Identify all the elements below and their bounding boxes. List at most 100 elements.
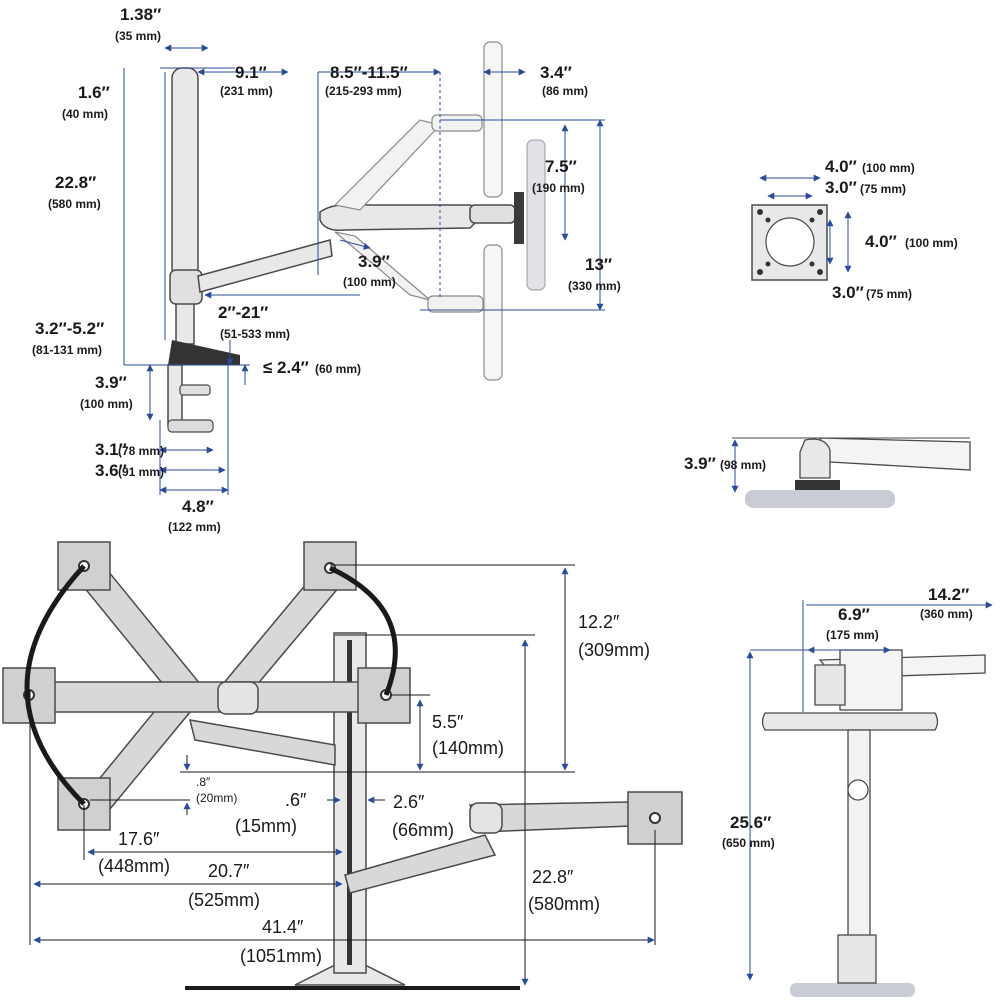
vesa-top-mm: (100 mm) <box>862 161 915 175</box>
vesa-top2-mm: (75 mm) <box>860 182 906 196</box>
clamp-screw <box>179 384 211 396</box>
dim-8-5-mm: (215-293 mm) <box>325 84 402 98</box>
dim-3-9-clamp-in: 3.9″ <box>95 373 127 392</box>
front-0-8-in: .8″ <box>196 775 211 789</box>
dim-13-mm: (330 mm) <box>568 279 621 293</box>
side-25-6-mm: (650 mm) <box>722 836 775 850</box>
vesa-right-in: 4.0″ <box>865 232 897 251</box>
dim-4-8-in: 4.8″ <box>182 497 214 516</box>
pole <box>171 67 199 279</box>
dim-22-8-mm: (580 mm) <box>48 197 101 211</box>
arm-lower <box>188 719 336 766</box>
side-clamp <box>814 664 846 706</box>
front-22-8-mm: (580mm) <box>528 894 600 914</box>
front-17-6-in: 17.6″ <box>118 829 160 849</box>
desk-top <box>761 712 939 731</box>
vesa-bottom-mm: (75 mm) <box>866 287 912 301</box>
front-5-5-mm: (140mm) <box>432 738 504 758</box>
vesa-hole <box>809 261 815 267</box>
front-2-6-in: 2.6″ <box>393 792 425 812</box>
vesa-top-in: 4.0″ <box>825 157 857 176</box>
front-17-6-mm: (448mm) <box>98 856 170 876</box>
dim-1-38-mm: (35 mm) <box>115 29 161 43</box>
front-20-7-in: 20.7″ <box>208 861 250 881</box>
dim-2-4-mm: (60 mm) <box>315 362 361 376</box>
dim-3-6-in: 3.6″ <box>95 461 127 480</box>
vesa-center-hole <box>765 217 815 267</box>
rotation-arc-right <box>328 565 398 696</box>
monitor-center <box>526 139 546 291</box>
vesa-plate-view <box>751 174 852 281</box>
front-41-4-in: 41.4″ <box>262 917 304 937</box>
vesa-bottom-in: 3.0″ <box>832 283 864 302</box>
dim-3-9-arm-mm: (100 mm) <box>343 275 396 289</box>
side-base-clamp <box>837 934 877 984</box>
front-0-6-mm: (15mm) <box>235 816 297 836</box>
clamp-foot <box>167 419 214 433</box>
dim-3-1-in: 3.1″ <box>95 440 127 459</box>
vesa-hole <box>817 269 823 275</box>
clamp-view-in: 3.9″ <box>684 454 716 473</box>
front-41-4-mm: (1051mm) <box>240 946 322 966</box>
dim-3-9-clamp-mm: (100 mm) <box>80 397 133 411</box>
front-2-6-mm: (66mm) <box>392 820 454 840</box>
dim-2-21-mm: (51-533 mm) <box>220 327 290 341</box>
side-6-9-mm: (175 mm) <box>826 628 879 642</box>
vesa-top2-in: 3.0″ <box>825 178 857 197</box>
dim-1-38-in: 1.38″ <box>120 5 161 24</box>
right-arm-lower <box>344 834 497 894</box>
dim-4-8-mm: (122 mm) <box>168 520 221 534</box>
monitor-mount-plate <box>514 192 524 244</box>
clamp-detail-view <box>731 437 971 508</box>
dim-22-8-in: 22.8″ <box>55 173 96 192</box>
dim-9-1-mm: (231 mm) <box>220 84 273 98</box>
front-20-7-mm: (525mm) <box>188 890 260 910</box>
dim-9-1-in: 9.1″ <box>235 63 267 82</box>
desk-floor <box>790 983 915 997</box>
upper-arm <box>319 204 481 232</box>
raised-head-ghost <box>431 114 483 132</box>
lower-arm <box>197 239 333 293</box>
side-pole-knob <box>847 779 869 801</box>
clamp-view-mm: (98 mm) <box>720 458 766 472</box>
front-22-8-in: 22.8″ <box>532 867 574 887</box>
lowered-head-ghost <box>427 295 484 313</box>
clamp-top <box>168 340 240 365</box>
desk-line <box>185 986 520 990</box>
dim-2-4-in: ≤ 2.4″ <box>263 358 309 377</box>
right-arm-elbow <box>469 802 503 834</box>
vesa-hole <box>765 217 771 223</box>
profile-view <box>123 41 605 495</box>
side-monitor <box>839 649 903 711</box>
front-12-2-in: 12.2″ <box>578 612 620 632</box>
front-5-5-in: 5.5″ <box>432 712 464 732</box>
front-pole-core <box>347 640 352 965</box>
dim-1-6-mm: (40 mm) <box>62 107 108 121</box>
dim-8-5-in: 8.5″-11.5″ <box>330 63 408 82</box>
dim-2-21-in: 2″-21″ <box>218 303 268 322</box>
vesa-hole <box>817 209 823 215</box>
vesa-hole <box>765 261 771 267</box>
side-14-2-mm: (360 mm) <box>920 607 973 621</box>
side-6-9-in: 6.9″ <box>838 605 870 624</box>
side-25-6-in: 25.6″ <box>730 813 771 832</box>
desk-surface <box>745 490 895 508</box>
dim-3-2-mm: (81-131 mm) <box>32 343 102 357</box>
clamp-bracket <box>799 438 831 479</box>
front-0-8-mm: (20mm) <box>196 791 237 805</box>
dim-1-6-in: 1.6″ <box>78 83 110 102</box>
arm-elbow <box>217 681 259 715</box>
clamp-body <box>167 364 183 426</box>
front-0-6-in: .6″ <box>285 790 307 810</box>
dim-3-9-arm-in: 3.9″ <box>358 252 390 271</box>
vesa-hole <box>757 269 763 275</box>
side-view <box>746 600 993 997</box>
vesa-hole <box>757 209 763 215</box>
front-view <box>2 541 683 990</box>
dim-3-4-in: 3.4″ <box>540 63 572 82</box>
side-14-2-in: 14.2″ <box>928 585 969 604</box>
dim-3-2-in: 3.2″-5.2″ <box>35 319 104 338</box>
rotation-arc-left <box>24 564 86 806</box>
dim-13-in: 13″ <box>585 255 612 274</box>
